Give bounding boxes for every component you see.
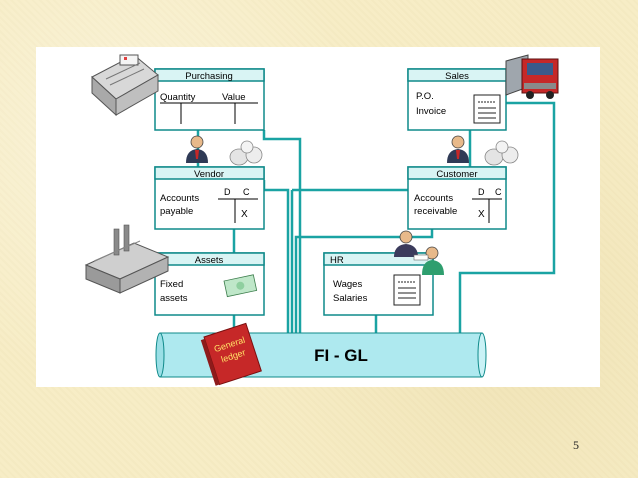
ledger-label: FI - GL (314, 346, 368, 365)
vendor-box: Vendor Accounts payable D C X (154, 166, 265, 230)
connector-sales-gl (458, 101, 556, 333)
purchasing-col1: Quantity (160, 92, 196, 103)
vendor-label1: Accounts (160, 193, 199, 204)
customer-label2: receivable (414, 206, 457, 217)
sales-line2: Invoice (416, 106, 446, 117)
assets-line1: Fixed (160, 279, 183, 290)
sales-title: Sales (445, 71, 469, 82)
vendor-mark: X (241, 209, 248, 220)
purchasing-box: Purchasing Quantity Value (154, 68, 265, 131)
customer-credit: C (495, 187, 502, 197)
money-bags-icon (484, 140, 519, 166)
document-icon (473, 94, 501, 124)
document-icon (393, 274, 421, 306)
general-ledger-book-icon: General ledger (200, 322, 262, 386)
purchasing-title: Purchasing (185, 71, 233, 82)
customer-box: Customer Accounts receivable D C X (407, 166, 507, 230)
assets-line2: assets (160, 293, 188, 304)
vendor-title: Vendor (194, 169, 224, 180)
customer-debit: D (478, 187, 485, 197)
hr-title: HR (330, 255, 344, 266)
factory-icon (84, 224, 170, 294)
businessman-icon (447, 135, 469, 163)
connector-customer-rail (294, 229, 434, 333)
diagram-panel: FI - GL General ledger Purchasing Quanti… (36, 47, 600, 387)
cash-register-icon (91, 54, 159, 117)
page-number: 5 (573, 438, 579, 452)
customer-mark: X (478, 209, 485, 220)
assets-title: Assets (195, 255, 224, 266)
vendor-debit: D (224, 187, 231, 197)
connector-purchasing-gl (262, 130, 302, 333)
hr-line2: Salaries (333, 293, 368, 304)
integration-diagram: FI - GL General ledger Purchasing Quanti… (84, 54, 559, 386)
businessman-icon (186, 135, 208, 163)
purchasing-col2: Value (222, 92, 246, 103)
sales-box: Sales P.O. Invoice (407, 68, 507, 131)
customer-label1: Accounts (414, 193, 453, 204)
sales-line1: P.O. (416, 91, 434, 102)
customer-title: Customer (436, 169, 477, 180)
meeting-people-icon (394, 230, 444, 275)
hr-line1: Wages (333, 279, 362, 290)
vendor-label2: payable (160, 206, 193, 217)
banknote-icon (223, 274, 258, 298)
assets-box: Assets Fixed assets (154, 252, 265, 316)
money-bags-icon (229, 140, 263, 166)
hr-box: HR Wages Salaries (323, 252, 434, 316)
vendor-credit: C (243, 187, 250, 197)
truck-icon (505, 54, 559, 99)
connector-vendor-gl (262, 180, 290, 333)
